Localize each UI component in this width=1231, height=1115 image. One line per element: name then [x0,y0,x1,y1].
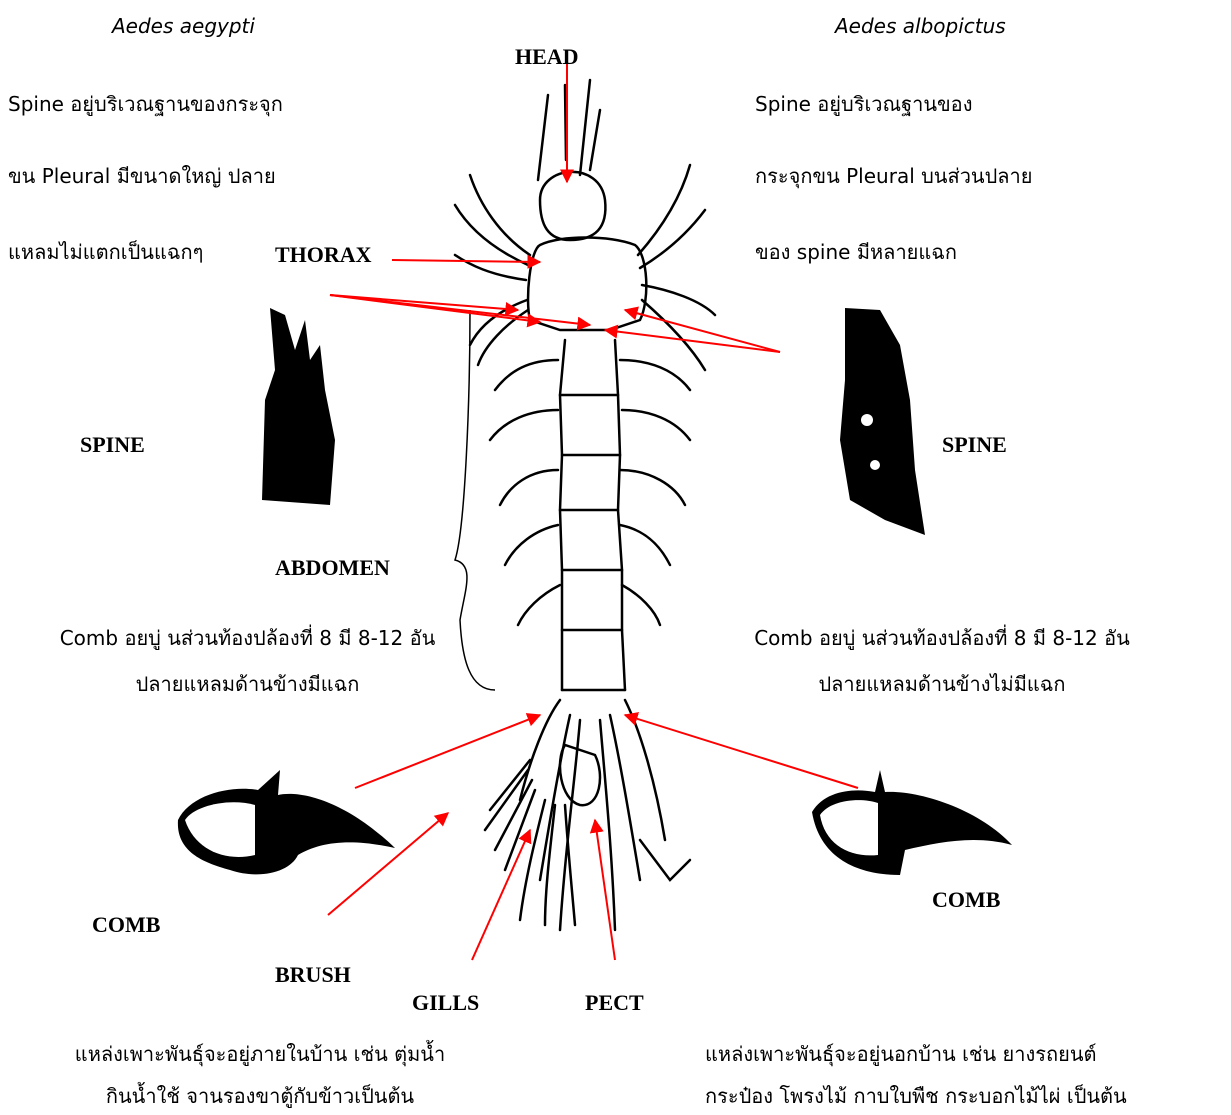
label-thorax: THORAX [275,242,372,268]
left-spine-desc-2: ขน Pleural มีขนาดใหญ่ ปลาย [8,160,276,192]
right-spine-desc-2: กระจุกขน Pleural บนส่วนปลาย [755,160,1033,192]
right-comb-desc-2: ปลายแหลมด้านข้างไม่มีแฉก [712,668,1172,700]
right-breeding-desc-1: แหล่งเพาะพันธุ์จะอยู่นอกบ้าน เช่น ยางรถย… [705,1038,1096,1070]
left-spine-desc-1: Spine อยู่บริเวณฐานของกระจุก [8,88,283,120]
label-comb-right: COMB [932,887,1000,913]
right-spine-desc-1: Spine อยู่บริเวณฐานของ [755,88,972,120]
label-gills: GILLS [412,990,479,1016]
left-comb-desc-2: ปลายแหลมด้านข้างมีแฉก [20,668,475,700]
left-breeding-desc-2: กินน้ำใช้ จานรองขาตู้กับข้าวเป็นต้น [20,1080,500,1112]
right-comb-desc-1: Comb อยบู่ นส่วนท้องปล้องที่ 8 มี 8-12 อ… [712,622,1172,654]
spine-right-shape [840,308,925,535]
larva-body [455,80,715,930]
label-abdomen: ABDOMEN [275,555,390,581]
label-comb-left: COMB [92,912,160,938]
left-spine-desc-3: แหลมไม่แตกเป็นแฉกๆ [8,236,203,268]
species-right: Aedes albopictus [835,14,1006,38]
label-spine-left: SPINE [80,432,145,458]
left-breeding-desc-1: แหล่งเพาะพันธุ์จะอยู่ภายในบ้าน เช่น ตุ่ม… [20,1038,500,1070]
right-spine-desc-3: ของ spine มีหลายแฉก [755,236,957,268]
spine-left-shape [262,308,335,505]
left-comb-desc-1: Comb อยบู่ นส่วนท้องปล้องที่ 8 มี 8-12 อ… [20,622,475,654]
species-left: Aedes aegypti [112,14,255,38]
label-head: HEAD [515,44,579,70]
label-spine-right: SPINE [942,432,1007,458]
label-brush: BRUSH [275,962,351,988]
right-breeding-desc-2: กระป๋อง โพรงไม้ กาบใบพืช กระบอกไม้ไผ่ เป… [705,1080,1127,1112]
label-pect: PECT [585,990,644,1016]
